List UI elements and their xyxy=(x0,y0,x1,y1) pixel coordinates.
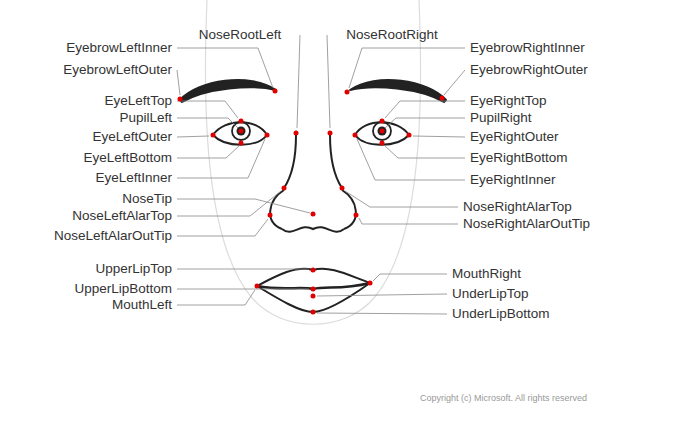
leader-line xyxy=(385,101,465,118)
landmark-label: NoseRightAlarTop xyxy=(463,199,572,215)
leader-line xyxy=(359,218,458,224)
landmark-dot xyxy=(368,281,373,286)
leader-line xyxy=(177,289,309,290)
landmark-dot xyxy=(294,131,299,136)
leader-line xyxy=(177,269,309,270)
leader-line xyxy=(177,118,238,128)
landmark-dot xyxy=(380,141,385,146)
eyebrow-right xyxy=(350,80,446,102)
landmark-dot xyxy=(311,294,316,299)
leader-line xyxy=(317,313,447,314)
landmark-dot xyxy=(255,284,260,289)
leader-line xyxy=(177,70,180,95)
leader-line xyxy=(317,294,447,296)
landmark-label: UpperLipTop xyxy=(95,261,172,277)
landmark-label: NoseRightAlarOutTip xyxy=(463,216,590,232)
leader-line xyxy=(177,219,268,236)
leader-line xyxy=(177,191,281,216)
landmark-dot xyxy=(239,129,244,134)
leader-line xyxy=(177,101,238,118)
landmark-dot xyxy=(311,287,316,292)
eye-left xyxy=(213,122,267,145)
landmark-label: EyeLeftTop xyxy=(104,93,172,109)
landmark-dot xyxy=(345,90,350,95)
landmark-label: EyeRightBottom xyxy=(470,150,568,166)
eye-right xyxy=(355,122,409,145)
landmark-dot xyxy=(380,129,385,134)
landmark-dot xyxy=(211,133,216,138)
landmark-label: EyeLeftOuter xyxy=(92,129,172,145)
landmark-dot xyxy=(380,119,385,124)
leader-line xyxy=(297,35,300,128)
leader-line xyxy=(177,146,239,158)
leader-line xyxy=(345,191,458,207)
face-outline xyxy=(205,0,420,324)
leader-line xyxy=(385,118,465,128)
landmark-dot xyxy=(239,141,244,146)
landmark-label: UpperLipBottom xyxy=(74,281,172,297)
landmark-label: EyebrowRightInner xyxy=(470,40,585,56)
landmark-label: EyeRightOuter xyxy=(470,129,559,145)
leader-line xyxy=(413,136,465,137)
landmark-dot xyxy=(340,186,345,191)
landmark-dot xyxy=(407,133,412,138)
leader-line xyxy=(373,274,447,281)
landmark-label: PupilLeft xyxy=(119,110,172,126)
leader-line xyxy=(444,70,465,95)
nose-alar xyxy=(342,190,356,229)
leader-line xyxy=(349,48,465,88)
landmark-dot xyxy=(328,131,333,136)
landmark-label: PupilRight xyxy=(470,110,532,126)
landmark-label: NoseLeftAlarTop xyxy=(72,208,172,224)
landmark-dot xyxy=(311,268,316,273)
landmark-dot xyxy=(282,186,287,191)
landmark-label: UnderLipTop xyxy=(452,286,529,302)
leader-line xyxy=(177,136,209,137)
landmark-dot xyxy=(311,310,316,315)
leader-line xyxy=(177,139,265,178)
landmark-dots xyxy=(178,89,445,315)
landmark-label: EyebrowRightOuter xyxy=(470,62,588,78)
leader-line xyxy=(177,290,255,305)
lower-lip xyxy=(257,283,370,312)
leader-line xyxy=(177,48,273,88)
landmark-dot xyxy=(265,133,270,138)
eyebrow-left xyxy=(180,80,276,102)
landmark-label: NoseTip xyxy=(122,191,172,207)
landmark-label: MouthRight xyxy=(452,266,521,282)
leader-lines xyxy=(177,35,465,314)
landmark-label: NoseRootRight xyxy=(346,27,438,43)
landmark-label: EyebrowLeftOuter xyxy=(63,62,172,78)
landmark-label: NoseRootLeft xyxy=(199,27,282,43)
landmark-dot xyxy=(353,133,358,138)
nose-alar xyxy=(270,190,284,229)
nose-line xyxy=(330,135,342,188)
nose-bottom xyxy=(282,227,344,232)
nose-line xyxy=(284,135,296,188)
landmark-label: UnderLipBottom xyxy=(452,306,550,322)
landmark-dot xyxy=(440,96,445,101)
landmark-label: NoseLeftAlarOutTip xyxy=(54,228,172,244)
leader-line xyxy=(327,35,330,128)
leader-line xyxy=(177,199,310,213)
leader-line xyxy=(357,139,465,180)
landmark-label: EyebrowLeftInner xyxy=(66,40,172,56)
copyright-note: Copyright (c) Microsoft. All rights rese… xyxy=(420,392,587,404)
landmark-label: EyeRightInner xyxy=(470,172,556,188)
landmark-dot xyxy=(178,97,183,102)
landmark-dot xyxy=(268,213,273,218)
landmark-dot xyxy=(239,119,244,124)
landmark-dot xyxy=(273,89,278,94)
landmark-dot xyxy=(354,213,359,218)
leader-line xyxy=(385,146,465,158)
landmark-label: MouthLeft xyxy=(112,297,172,313)
landmark-label: EyeLeftInner xyxy=(95,170,172,186)
landmark-label: EyeLeftBottom xyxy=(83,150,172,166)
landmark-label: EyeRightTop xyxy=(470,93,547,109)
landmark-dot xyxy=(311,212,316,217)
